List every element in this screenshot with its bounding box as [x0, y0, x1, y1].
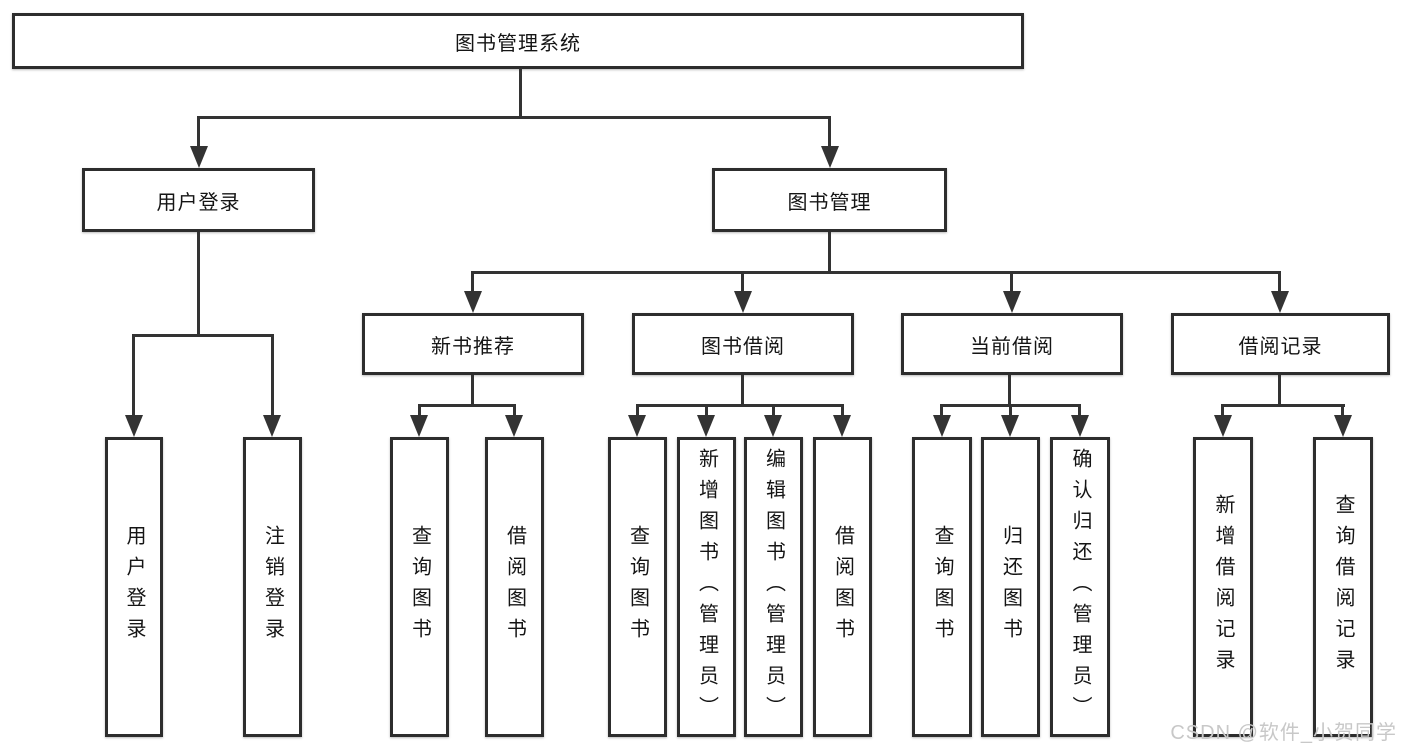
node-new-book-recommend-label: 新书推荐	[431, 335, 515, 358]
connector-line	[1008, 375, 1011, 406]
arrow-down-icon	[1334, 415, 1352, 437]
node-book-management: 图书管理	[712, 168, 947, 232]
arrow-down-icon	[821, 146, 839, 168]
leaf-bb-borrow-books-label: 借阅图书	[831, 525, 854, 649]
connector-line	[471, 271, 474, 293]
connector-line	[940, 404, 943, 417]
node-borrowing-records: 借阅记录	[1171, 313, 1390, 375]
arrow-down-icon	[697, 415, 715, 437]
connector-line	[132, 334, 135, 417]
connector-line	[1010, 271, 1013, 293]
connector-line	[1278, 375, 1281, 406]
leaf-bb-add-books-admin: 新增图书（管理员）	[677, 437, 736, 737]
leaf-bb-query-books: 查询图书	[608, 437, 667, 737]
leaf-user-login-label: 用户登录	[123, 525, 145, 649]
arrow-down-icon	[933, 415, 951, 437]
leaf-br-add-record-label: 新增借阅记录	[1212, 494, 1234, 680]
arrow-down-icon	[1071, 415, 1089, 437]
connector-line	[513, 404, 516, 417]
arrow-down-icon	[505, 415, 523, 437]
connector-line	[1341, 404, 1344, 417]
connector-line	[132, 334, 274, 337]
leaf-nbr-borrow-books-label: 借阅图书	[503, 525, 526, 649]
connector-line	[197, 116, 831, 119]
leaf-logout-label: 注销登录	[261, 525, 284, 649]
connector-line	[471, 271, 1281, 274]
leaf-br-add-record: 新增借阅记录	[1193, 437, 1253, 737]
node-book-management-label: 图书管理	[787, 191, 872, 214]
leaf-cb-return-books-label: 归还图书	[999, 525, 1022, 649]
leaf-nbr-query-books-label: 查询图书	[408, 525, 431, 649]
connector-line	[1009, 404, 1012, 417]
arrow-down-icon	[263, 415, 281, 437]
arrow-down-icon	[190, 146, 208, 168]
arrow-down-icon	[1271, 291, 1289, 313]
connector-line	[197, 232, 200, 336]
connector-line	[636, 404, 639, 417]
connector-line	[1221, 404, 1224, 417]
connector-line	[1221, 404, 1345, 407]
arrow-down-icon	[125, 415, 143, 437]
leaf-bb-add-books-admin-label: 新增图书（管理员）	[695, 447, 718, 727]
leaf-cb-confirm-return-admin-label: 确认归还（管理员）	[1069, 447, 1091, 727]
node-library-system-label: 图书管理系统	[455, 32, 581, 55]
arrow-down-icon	[464, 291, 482, 313]
node-user-login: 用户登录	[82, 168, 315, 232]
leaf-logout: 注销登录	[243, 437, 302, 737]
connector-line	[841, 404, 844, 417]
connector-line	[197, 116, 200, 148]
leaf-cb-confirm-return-admin: 确认归还（管理员）	[1050, 437, 1110, 737]
connector-line	[1278, 271, 1281, 293]
watermark: CSDN @软件_小贺同学	[1170, 722, 1397, 744]
node-book-borrowing: 图书借阅	[632, 313, 854, 375]
arrow-down-icon	[833, 415, 851, 437]
connector-line	[741, 375, 744, 406]
connector-line	[418, 404, 421, 417]
leaf-cb-return-books: 归还图书	[981, 437, 1040, 737]
connector-line	[1078, 404, 1081, 417]
arrow-down-icon	[1003, 291, 1021, 313]
leaf-bb-edit-books-admin-label: 编辑图书（管理员）	[762, 447, 785, 727]
connector-line	[828, 232, 831, 273]
connector-line	[418, 404, 516, 407]
arrow-down-icon	[628, 415, 646, 437]
node-library-system: 图书管理系统	[12, 13, 1024, 69]
node-new-book-recommend: 新书推荐	[362, 313, 584, 375]
node-current-borrowing: 当前借阅	[901, 313, 1123, 375]
leaf-bb-query-books-label: 查询图书	[626, 525, 649, 649]
connector-line	[772, 404, 775, 417]
connector-line	[636, 404, 844, 407]
leaf-br-query-record-label: 查询借阅记录	[1332, 494, 1354, 680]
leaf-bb-borrow-books: 借阅图书	[813, 437, 872, 737]
leaf-bb-edit-books-admin: 编辑图书（管理员）	[744, 437, 803, 737]
node-current-borrowing-label: 当前借阅	[970, 335, 1054, 358]
node-borrowing-records-label: 借阅记录	[1238, 335, 1323, 358]
connector-line	[705, 404, 708, 417]
node-book-borrowing-label: 图书借阅	[701, 335, 785, 358]
leaf-br-query-record: 查询借阅记录	[1313, 437, 1373, 737]
arrow-down-icon	[734, 291, 752, 313]
node-user-login-label: 用户登录	[156, 191, 241, 214]
leaf-user-login: 用户登录	[105, 437, 163, 737]
leaf-cb-query-books-label: 查询图书	[931, 525, 953, 649]
arrow-down-icon	[764, 415, 782, 437]
leaf-nbr-query-books: 查询图书	[390, 437, 449, 737]
arrow-down-icon	[410, 415, 428, 437]
connector-line	[471, 375, 474, 406]
connector-line	[828, 116, 831, 148]
leaf-nbr-borrow-books: 借阅图书	[485, 437, 544, 737]
arrow-down-icon	[1214, 415, 1232, 437]
arrow-down-icon	[1001, 415, 1019, 437]
connector-line	[741, 271, 744, 293]
connector-line	[519, 68, 522, 118]
leaf-cb-query-books: 查询图书	[912, 437, 972, 737]
connector-line	[271, 334, 274, 417]
